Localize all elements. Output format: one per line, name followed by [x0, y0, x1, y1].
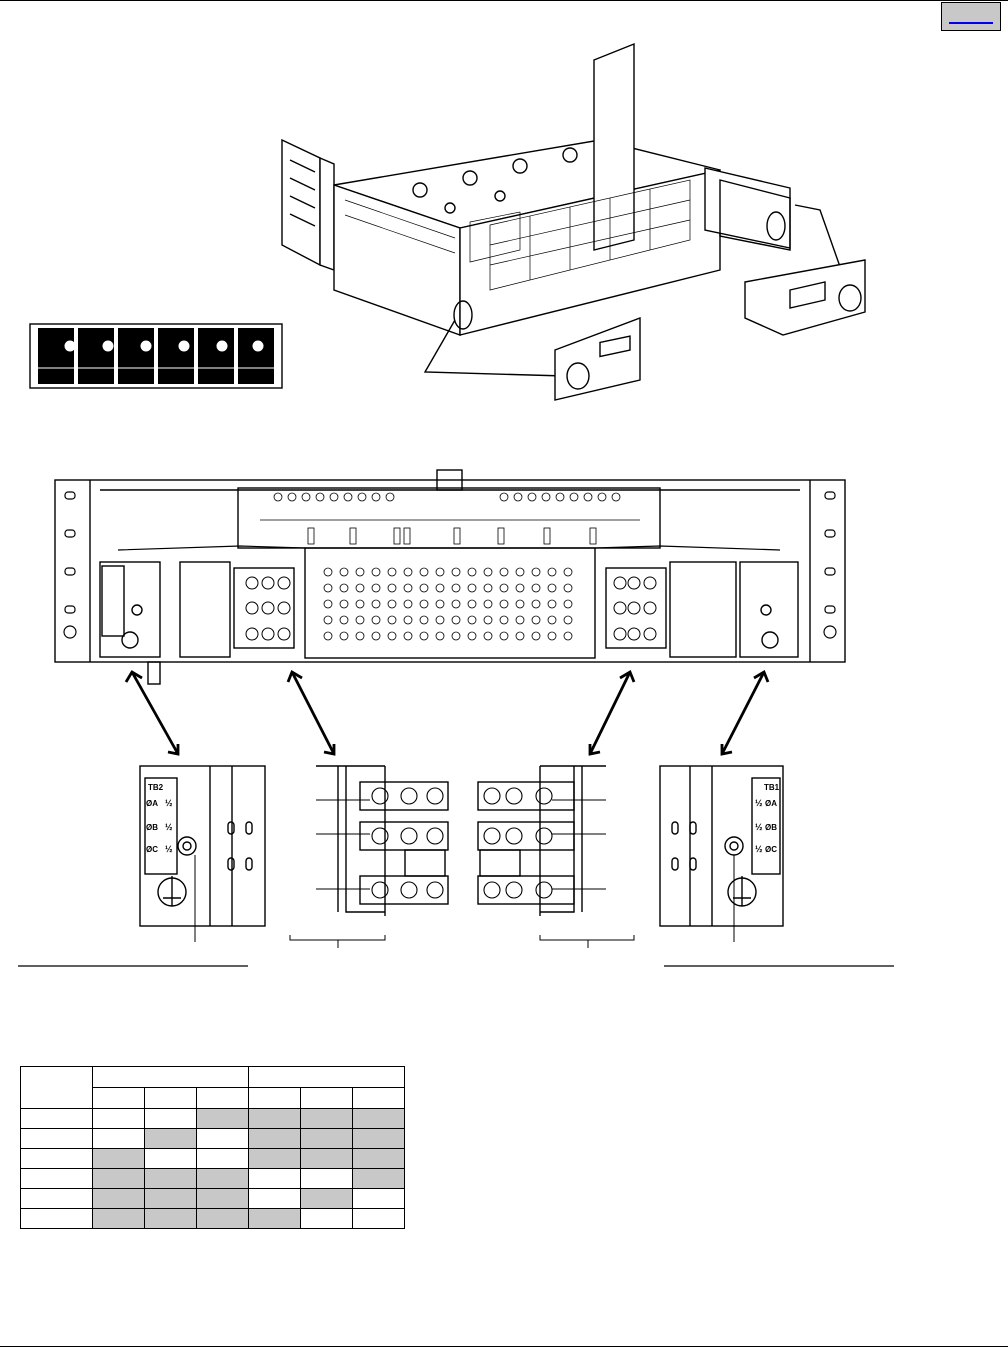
table-subheader-cell [300, 1087, 353, 1109]
table-row [20, 1108, 405, 1129]
tb2-half-a: ½ [165, 798, 173, 808]
tb1-phase-b-label: ØB [765, 823, 777, 832]
table-subheader-row [21, 1087, 405, 1109]
tb1-half-b: ½ [755, 822, 763, 832]
table-cell [352, 1128, 405, 1149]
chassis-front-thumbnail [29, 323, 283, 389]
table-cell [196, 1168, 249, 1189]
table-cell [196, 1128, 249, 1149]
table-row-header [20, 1188, 93, 1209]
table-cell [352, 1168, 405, 1189]
table-cell [92, 1148, 145, 1169]
table-cell [300, 1148, 353, 1169]
table-cell [248, 1208, 301, 1229]
terminal-block-right-detail [477, 765, 635, 948]
tb2-half-b: ½ [165, 822, 173, 832]
callout-arrows [124, 669, 770, 756]
table-cell [144, 1128, 197, 1149]
table-row [20, 1168, 405, 1189]
table-cell [144, 1208, 197, 1229]
table-cell [248, 1168, 301, 1189]
nav-link[interactable] [949, 22, 993, 24]
table-subheader-cell [144, 1087, 197, 1109]
table-cell [144, 1148, 197, 1169]
table-row [20, 1188, 405, 1209]
table-row [20, 1128, 405, 1149]
configuration-table [20, 1066, 405, 1229]
tb1-half-c: ½ [755, 844, 763, 854]
table-row-header [20, 1208, 93, 1229]
table-cell [352, 1108, 405, 1129]
table-cell [196, 1148, 249, 1169]
table-cell [248, 1188, 301, 1209]
tb2-phase-a-label: ØA [146, 799, 158, 808]
table-cell [300, 1208, 353, 1229]
table-subheader-cell [248, 1087, 301, 1109]
table-row [20, 1208, 405, 1229]
table-cell [196, 1188, 249, 1209]
table-cell [92, 1108, 145, 1129]
chassis-rear-view [54, 469, 846, 685]
table-cell [144, 1188, 197, 1209]
bottom-rule [0, 1346, 1008, 1347]
table-cell [92, 1168, 145, 1189]
table-row-header [20, 1108, 93, 1129]
top-rule [0, 0, 1008, 1]
tb1-detail [659, 765, 784, 942]
configuration-table-body [20, 1066, 405, 1229]
table-cell [144, 1108, 197, 1129]
table-cell [352, 1188, 405, 1209]
table-cell [352, 1148, 405, 1169]
table-corner-cell [20, 1066, 93, 1109]
table-subheader-cell [196, 1087, 249, 1109]
table-subheader-cell [352, 1087, 405, 1109]
table-cell [92, 1208, 145, 1229]
table-cell [92, 1128, 145, 1149]
tb2-half-c: ½ [165, 844, 173, 854]
nav-button[interactable] [941, 2, 1001, 31]
table-cell [300, 1188, 353, 1209]
tb1-phase-a-label: ØA [765, 799, 777, 808]
table-cell [300, 1128, 353, 1149]
terminal-block-left-detail [289, 765, 449, 948]
table-row-header [20, 1148, 93, 1169]
tb1-phase-c-label: ØC [765, 845, 777, 854]
tb2-detail [139, 765, 266, 942]
table-cell [196, 1208, 249, 1229]
table-cell [300, 1168, 353, 1189]
table-subheader-cell [92, 1087, 145, 1109]
table-header-row [20, 1066, 405, 1109]
tb2-label: TB2 [148, 783, 164, 792]
table-group-header-1 [92, 1066, 249, 1088]
tb2-phase-c-label: ØC [146, 845, 158, 854]
tb1-label: TB1 [764, 783, 780, 792]
chassis-isometric-view [281, 42, 866, 401]
table-cell [248, 1108, 301, 1129]
table-row-header [20, 1128, 93, 1149]
table-cell [144, 1168, 197, 1189]
table-cell [248, 1148, 301, 1169]
tb1-half-a: ½ [755, 798, 763, 808]
table-cell [248, 1128, 301, 1149]
table-cell [352, 1208, 405, 1229]
table-group-header-2 [248, 1066, 405, 1088]
table-row [20, 1148, 405, 1169]
tb2-phase-b-label: ØB [146, 823, 158, 832]
table-cell [196, 1108, 249, 1129]
table-cell [92, 1188, 145, 1209]
table-cell [300, 1108, 353, 1129]
table-row-header [20, 1168, 93, 1189]
